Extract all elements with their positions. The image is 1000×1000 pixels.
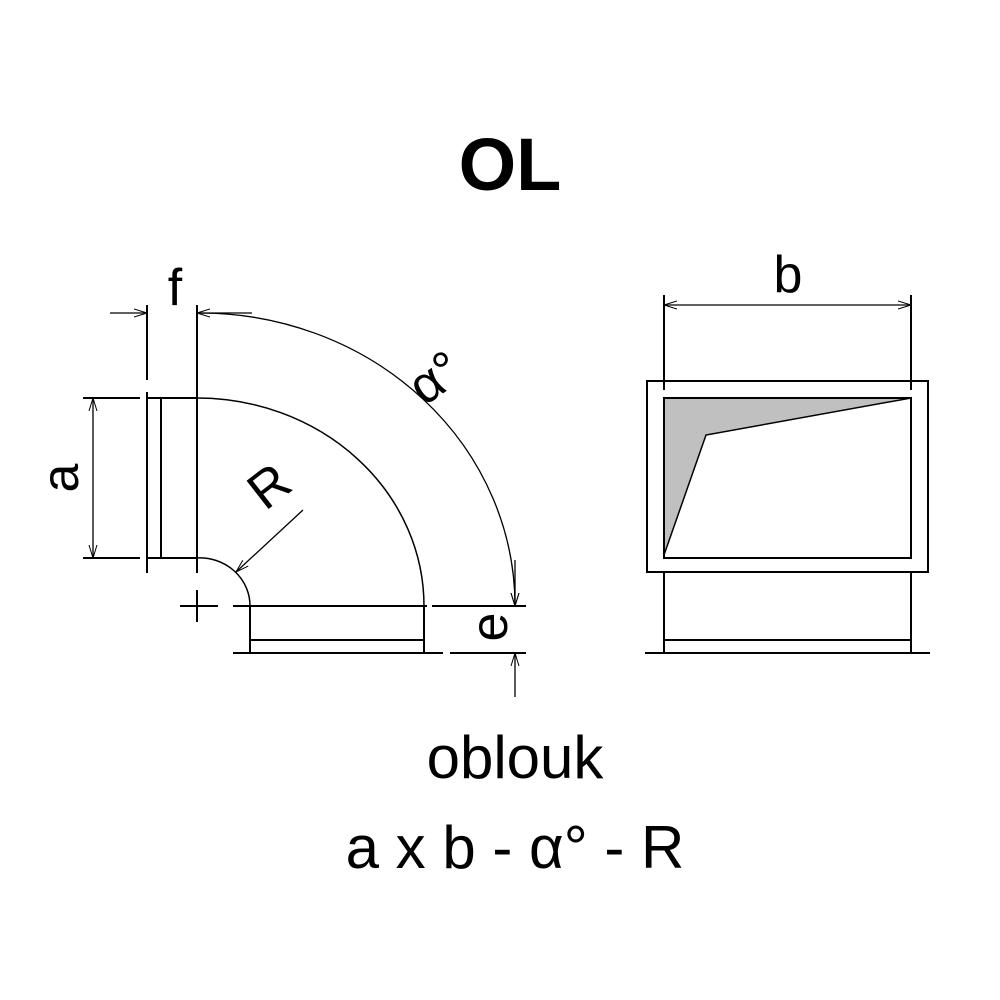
label-a: a [32,463,90,492]
alpha-dim-arc [199,312,515,606]
label-f: f [168,259,183,317]
duct-opening [663,397,912,559]
label-e: e [461,613,519,642]
label-b: b [774,246,803,304]
flange-outline [646,380,929,573]
diagram-title: OL [458,123,562,206]
end-view [645,295,930,654]
inner-arc [196,557,251,607]
side-view [83,305,526,654]
r-dim-arrow [236,509,304,572]
label-alpha: α° [398,340,473,417]
caption-formula: a x b - α° - R [345,814,685,881]
outer-arc [196,397,425,607]
shaded-surface [664,398,911,555]
label-r: R [237,452,302,521]
dimensions [93,313,515,697]
caption-name: oblouk [426,724,604,791]
